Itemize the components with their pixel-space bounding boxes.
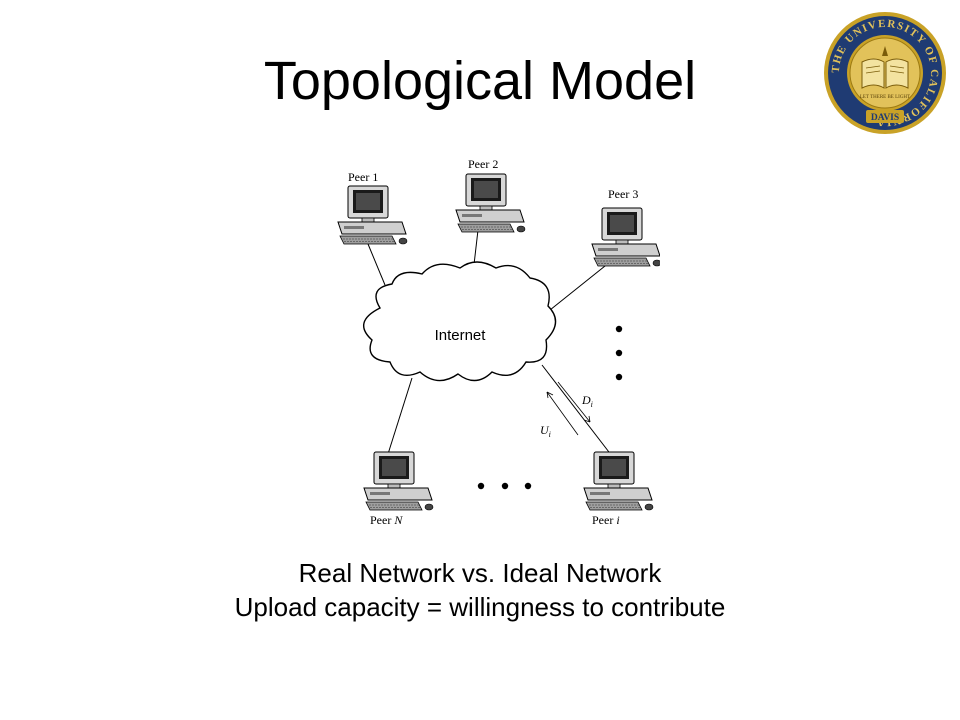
- uc-davis-seal: THE UNIVERSITY OF CALIFORNIA LET THERE B…: [824, 12, 946, 134]
- download-label: Di: [581, 393, 593, 409]
- caption-line-1: Real Network vs. Ideal Network: [298, 558, 662, 588]
- internet-cloud: [363, 261, 557, 382]
- peer-3: Peer 3: [591, 187, 660, 267]
- more-peers-horizontal-dots: [477, 482, 532, 490]
- computer-icon: [455, 173, 526, 233]
- link-peeri: [541, 364, 613, 457]
- seal-motto: LET THERE BE LIGHT: [860, 95, 910, 100]
- computer-icon: [583, 451, 654, 511]
- network-diagram: Internet Di Ui Peer 1 Peer 2 Peer 3 Peer…: [337, 157, 660, 527]
- link-peer1: [367, 243, 386, 286]
- caption-line-2: Upload capacity = willingness to contrib…: [234, 592, 726, 622]
- upload-label: Ui: [540, 423, 551, 439]
- computer-icon: [363, 451, 434, 511]
- slide-caption: Real Network vs. Ideal Network Upload ca…: [0, 556, 960, 624]
- peer-label: Peer 2: [468, 157, 498, 171]
- peer-label: Peer N: [370, 513, 403, 527]
- peer-label: Peer i: [592, 513, 620, 527]
- peer-i: Peer i: [583, 451, 654, 527]
- cloud-label: Internet: [435, 327, 487, 344]
- peer-n: Peer N: [363, 451, 434, 527]
- seal-campus: DAVIS: [871, 113, 899, 123]
- peer-1: Peer 1: [337, 170, 408, 245]
- peer-label: Peer 1: [348, 170, 378, 184]
- peer-label: Peer 3: [608, 187, 638, 201]
- peer-2: Peer 2: [455, 157, 526, 233]
- download-arrow: [557, 381, 591, 423]
- more-peers-vertical-dots: [615, 325, 623, 381]
- computer-icon: [591, 207, 660, 267]
- upload-arrow: [546, 391, 579, 436]
- link-peerN: [387, 377, 413, 455]
- slide-title: Topological Model: [263, 51, 697, 111]
- computer-icon: [337, 185, 408, 245]
- book-icon: [861, 46, 909, 89]
- link-peer3: [549, 261, 611, 311]
